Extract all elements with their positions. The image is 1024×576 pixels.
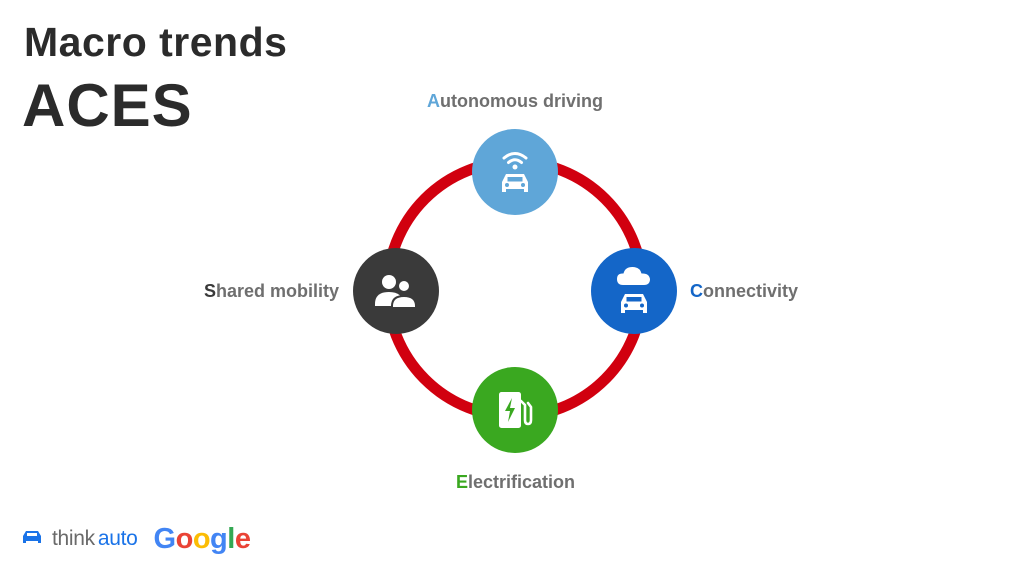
page-title: Macro trends bbox=[24, 19, 288, 65]
label-initial: A bbox=[427, 91, 440, 111]
think-auto-google-logo: think auto G o o g l e bbox=[22, 522, 251, 556]
car-icon bbox=[22, 529, 42, 549]
label-initial: E bbox=[456, 472, 469, 492]
think-text: think bbox=[52, 527, 95, 550]
node-electrification bbox=[472, 367, 558, 453]
label-autonomous-driving: Autonomous driving bbox=[427, 92, 603, 110]
google-letter: l bbox=[227, 522, 235, 555]
label-electrification: Electrification bbox=[456, 473, 575, 491]
cloud-car-icon bbox=[613, 265, 655, 317]
label-rest: onnectivity bbox=[703, 281, 799, 301]
node-autonomous-driving bbox=[472, 129, 558, 215]
google-letter: g bbox=[210, 522, 228, 555]
label-rest: lectrification bbox=[468, 472, 576, 492]
google-letter: o bbox=[175, 522, 194, 555]
google-letter: o bbox=[192, 522, 211, 555]
label-shared-mobility: Shared mobility bbox=[204, 282, 339, 300]
page-subtitle: ACES bbox=[22, 72, 193, 139]
label-rest: utonomous driving bbox=[440, 91, 603, 111]
node-connectivity bbox=[591, 248, 677, 334]
label-initial: S bbox=[204, 281, 217, 301]
label-rest: hared mobility bbox=[216, 281, 340, 301]
label-connectivity: Connectivity bbox=[690, 282, 798, 300]
google-logo: G o o g l e bbox=[154, 523, 251, 556]
node-shared-mobility bbox=[353, 248, 439, 334]
google-letter: e bbox=[234, 522, 251, 555]
charging-station-icon bbox=[495, 388, 535, 432]
people-icon bbox=[372, 271, 420, 311]
google-letter: G bbox=[153, 522, 177, 555]
auto-text: auto bbox=[97, 527, 138, 550]
label-initial: C bbox=[690, 281, 703, 301]
autonomous-car-wifi-icon bbox=[495, 149, 535, 195]
